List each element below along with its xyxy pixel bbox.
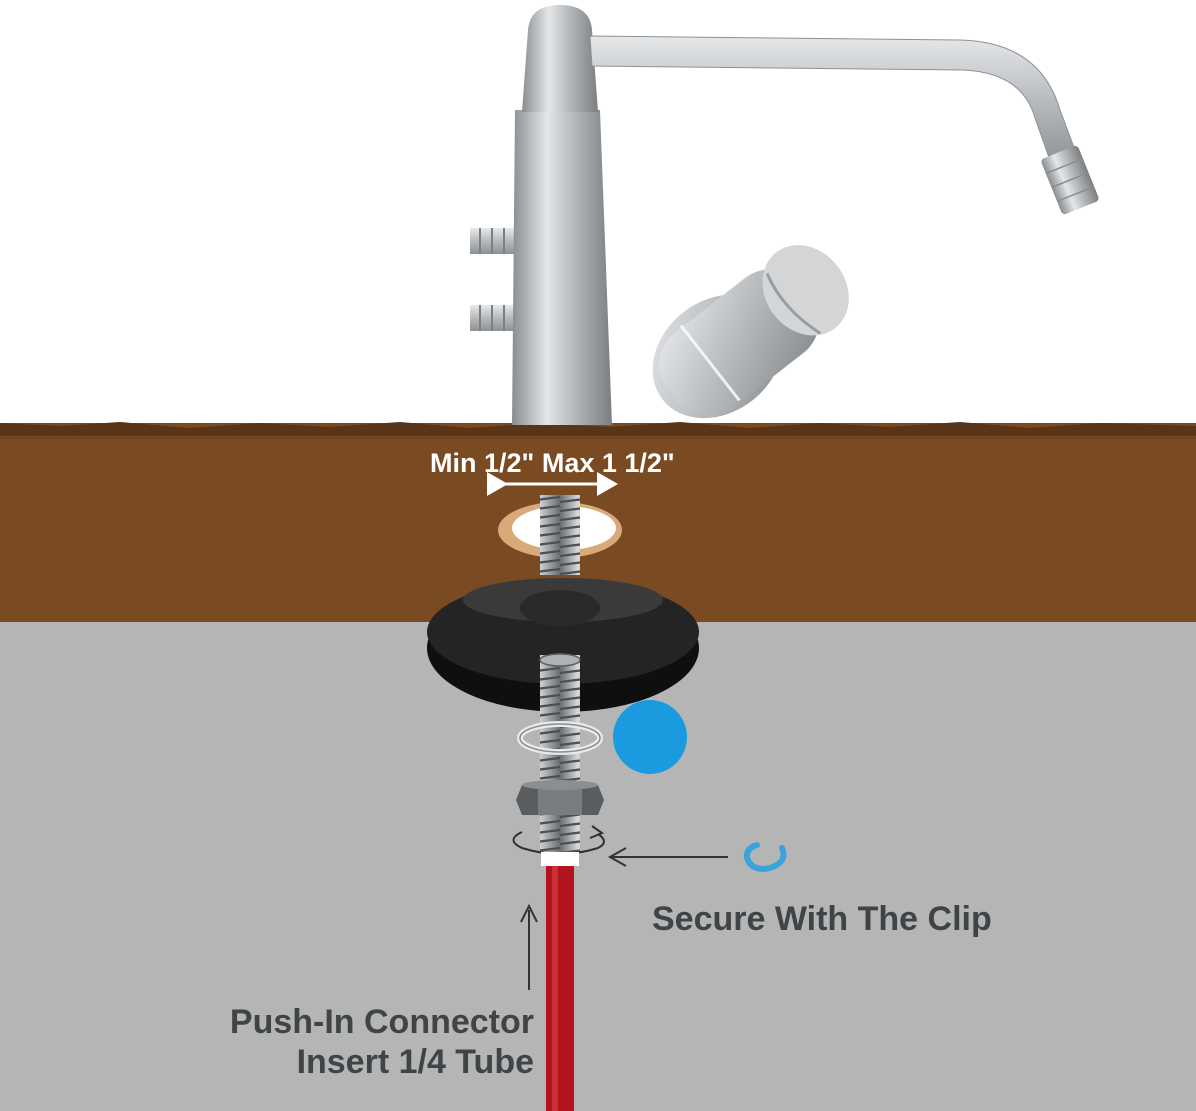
clip-pointer-arrow xyxy=(607,847,728,867)
lock-washer xyxy=(517,721,603,755)
rubber-gasket xyxy=(427,578,699,712)
tube-red xyxy=(546,866,574,1111)
clip-icon xyxy=(743,842,787,872)
faucet-icon xyxy=(470,5,1099,425)
connector-pointer-arrow xyxy=(520,903,538,990)
connector-label-line2: Insert 1/4 Tube xyxy=(296,1043,534,1081)
hex-nut-icon xyxy=(516,780,604,815)
faucet-barb-upper xyxy=(470,228,520,254)
thickness-range-label: Min 1/2" Max 1 1/2" xyxy=(430,448,675,478)
push-in-collar xyxy=(541,852,579,866)
secure-clip-label: Secure With The Clip xyxy=(652,900,992,938)
push-in-connector-label: Push-In Connector Insert 1/4 Tube xyxy=(180,1002,534,1082)
faucet-barb-lower xyxy=(470,305,520,331)
threaded-shank-upper xyxy=(540,495,580,575)
connector-label-line1: Push-In Connector xyxy=(229,1003,534,1041)
blue-cap xyxy=(613,700,687,774)
